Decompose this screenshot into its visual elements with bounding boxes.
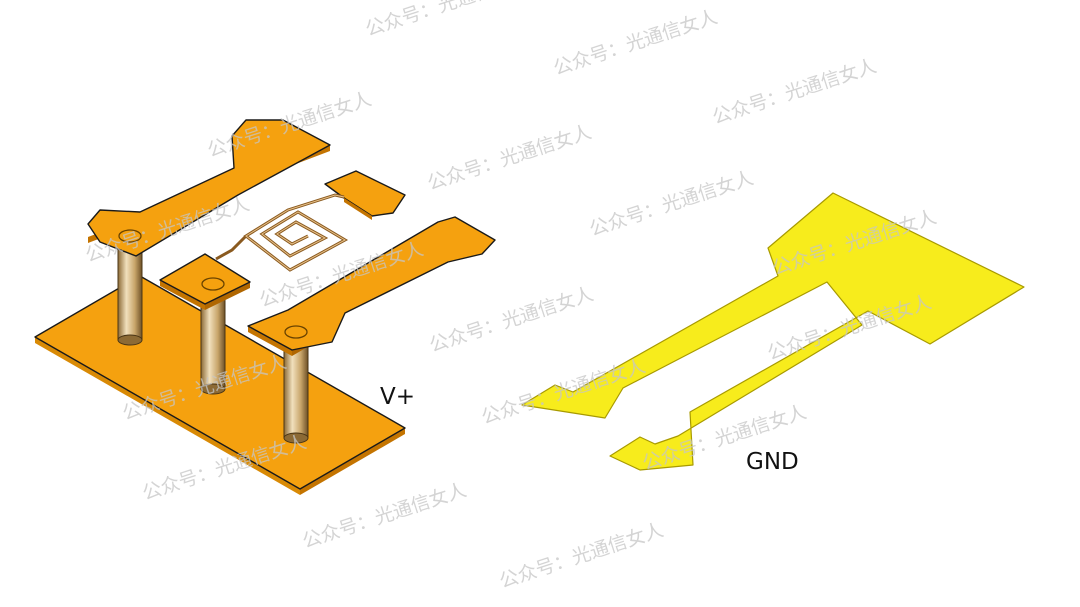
middle-pad <box>159 253 251 310</box>
spiral-inductor-highlight <box>245 194 347 271</box>
watermark-text: 公众号：光通信女人 <box>363 0 532 41</box>
watermark-text: 公众号：光通信女人 <box>587 167 756 241</box>
watermark-text: 公众号：光通信女人 <box>479 355 648 429</box>
coil-pad <box>324 170 406 220</box>
watermark-text: 公众号：光通信女人 <box>427 283 596 357</box>
watermark-text: 公众号：光通信女人 <box>710 55 879 129</box>
watermark-text: 公众号：光通信女人 <box>300 479 469 553</box>
vplus-label: V+ <box>380 384 415 410</box>
vplus-assembly: V+ <box>34 119 496 495</box>
watermark-text: 公众号：光通信女人 <box>497 519 666 593</box>
lower-right-trace <box>247 216 496 356</box>
gnd-label: GND <box>746 449 799 475</box>
watermark-text: 公众号：光通信女人 <box>551 6 720 80</box>
watermark-text: 公众号：光通信女人 <box>425 121 594 195</box>
upper-left-trace <box>87 119 331 257</box>
gnd-assembly: GND <box>521 192 1025 475</box>
gnd-trace <box>521 192 1025 471</box>
